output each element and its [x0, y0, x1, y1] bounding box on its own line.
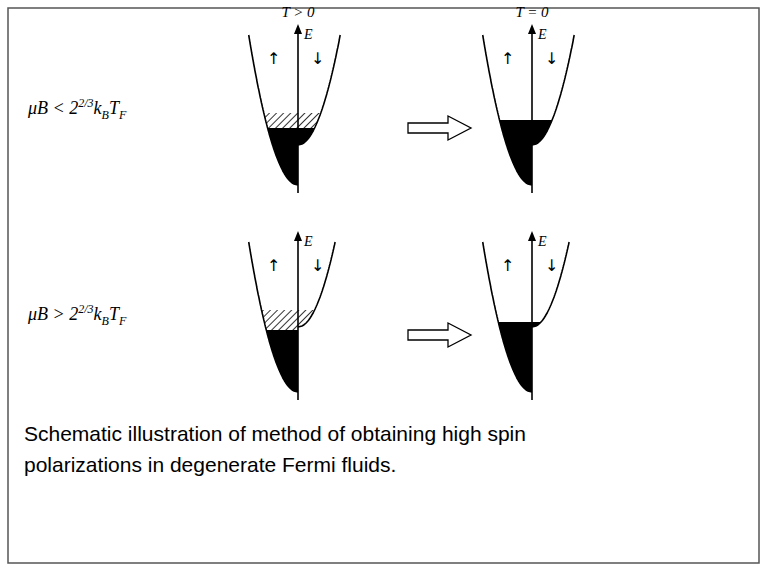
filled-states: [500, 120, 533, 185]
formula-part: F: [119, 314, 126, 328]
formula-part: T: [109, 98, 119, 118]
axis-label: E: [304, 234, 313, 250]
formula-part: μB > 2: [28, 304, 78, 324]
figure-caption: Schematic illustration of method of obta…: [24, 418, 584, 480]
band-curve: [532, 35, 574, 145]
filled-states: [532, 120, 552, 145]
band-curve: [483, 242, 532, 392]
spin-up-label: ↑: [501, 256, 514, 275]
temperature-label: T = 0: [515, 4, 548, 21]
spin-down-label: ↓: [545, 49, 558, 68]
formula-part: 2/3: [78, 302, 93, 316]
thermal-band: [262, 310, 299, 330]
band-curve: [532, 242, 569, 327]
thermal-band: [264, 113, 298, 128]
axis-arrowhead: [294, 24, 302, 34]
formula-part: B: [102, 314, 109, 328]
filled-states: [266, 330, 298, 392]
band-curve: [249, 35, 298, 185]
frame-border: [8, 8, 759, 563]
filled-states: [298, 128, 315, 145]
formula-part: B: [102, 108, 109, 122]
spin-down-label: ↓: [545, 256, 558, 275]
hollow-arrow: [408, 323, 471, 347]
axis-arrowhead: [294, 231, 302, 241]
formula-part: 2/3: [78, 96, 93, 110]
condition-formula: μB < 22/3kBTF: [28, 96, 126, 123]
spin-up-label: ↑: [267, 49, 280, 68]
axis-label: E: [538, 27, 547, 43]
axis-arrowhead: [528, 231, 536, 241]
formula-part: k: [94, 304, 102, 324]
filled-states: [498, 322, 532, 392]
axis-label: E: [304, 27, 313, 43]
thermal-band: [298, 310, 315, 327]
energy-axis: [297, 31, 299, 193]
temperature-label: T > 0: [281, 4, 314, 21]
band-curve: [249, 242, 298, 392]
band-curve: [483, 35, 532, 185]
axis-arrowhead: [528, 24, 536, 34]
formula-part: k: [94, 98, 102, 118]
formula-part: F: [119, 108, 126, 122]
filled-states: [268, 128, 298, 185]
formula-part: T: [109, 304, 119, 324]
spin-up-label: ↑: [267, 256, 280, 275]
energy-axis: [531, 238, 533, 400]
energy-axis: [297, 238, 299, 400]
energy-axis: [531, 31, 533, 193]
formula-part: μB < 2: [28, 98, 78, 118]
condition-formula: μB > 22/3kBTF: [28, 302, 126, 329]
spin-down-label: ↓: [311, 49, 324, 68]
spin-down-label: ↓: [311, 256, 324, 275]
spin-up-label: ↑: [501, 49, 514, 68]
band-curve: [298, 35, 340, 145]
axis-label: E: [538, 234, 547, 250]
hollow-arrow: [408, 116, 471, 140]
band-curve: [298, 242, 335, 327]
